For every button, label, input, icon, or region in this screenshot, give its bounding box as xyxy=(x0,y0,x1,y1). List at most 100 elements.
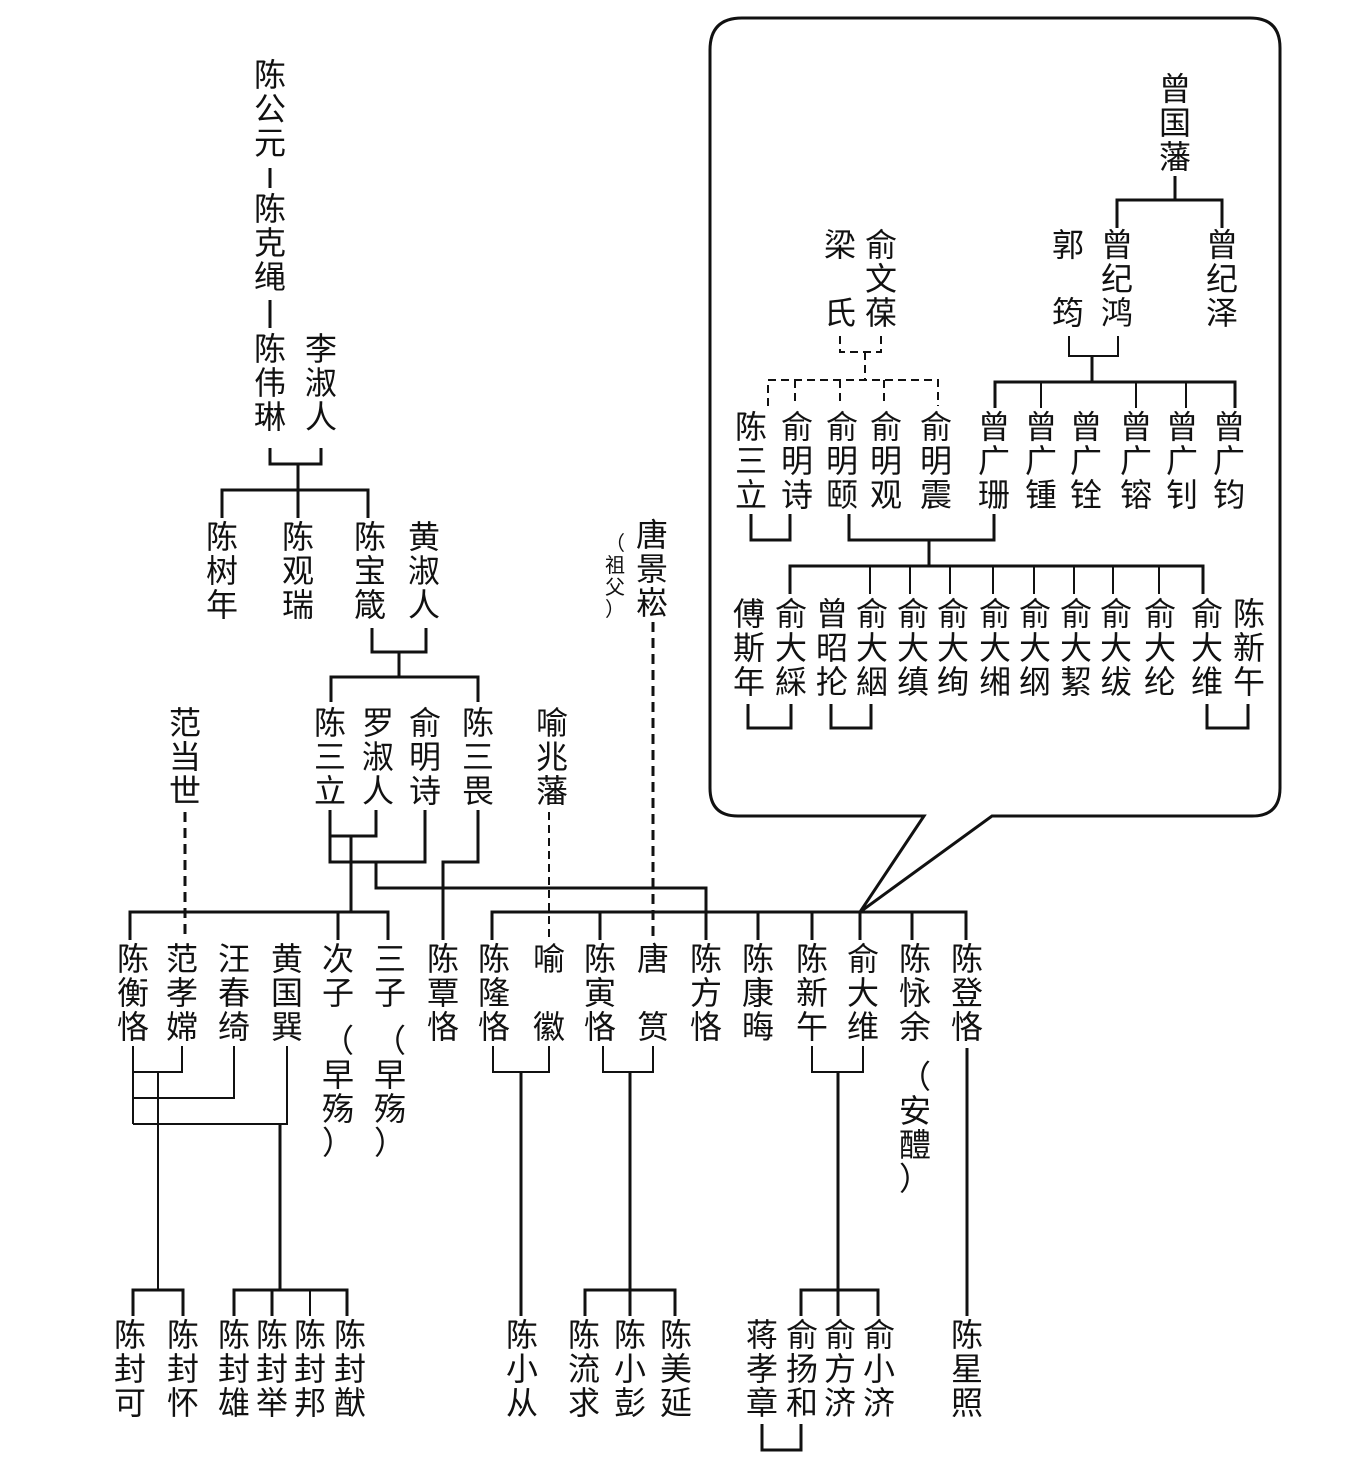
person-yu-daxie[interactable]: 俞大絜 xyxy=(1056,597,1096,699)
person-wang-chunqi[interactable]: 汪春绮 xyxy=(214,942,254,1044)
person-chen-xiuyu[interactable]: 陈怺余 xyxy=(895,942,935,1044)
person-chen-fengbang[interactable]: 陈封邦 xyxy=(290,1318,330,1420)
person-yu-daxuan[interactable]: 俞大绚 xyxy=(933,597,973,699)
person-yu-hui[interactable]: 喻徽 xyxy=(529,942,569,1044)
name-char: 大 xyxy=(1190,629,1223,667)
person-chen-meiyan[interactable]: 陈美延 xyxy=(656,1318,696,1420)
person-yu-fangji[interactable]: 俞方济 xyxy=(820,1318,860,1420)
person-zeng-guangshan[interactable]: 曾广珊 xyxy=(974,410,1014,512)
person-tang-jingsong[interactable]: 唐景崧 xyxy=(632,518,672,620)
person-chen-fengju[interactable]: 陈封举 xyxy=(252,1318,292,1420)
person-chen-liuqiu[interactable]: 陈流求 xyxy=(564,1318,604,1420)
name-char: 封 xyxy=(217,1350,250,1388)
callout-person-chen-sanli[interactable]: 陈三立 xyxy=(731,410,771,512)
person-chen-fengxian[interactable]: 陈封猷 xyxy=(330,1318,370,1420)
person-yu-xiaoji[interactable]: 俞小济 xyxy=(859,1318,899,1420)
person-yu-mingyi[interactable]: 俞明颐 xyxy=(822,410,862,512)
person-yu-dacai[interactable]: 俞大綵 xyxy=(771,597,811,699)
person-chen-guanrui[interactable]: 陈观瑞 xyxy=(278,520,318,622)
name-char: 求 xyxy=(567,1384,600,1422)
person-cizi[interactable]: 次子 xyxy=(318,942,358,1010)
name-char: 广 xyxy=(1165,442,1198,480)
person-zeng-jihong[interactable]: 曾纪鸿 xyxy=(1097,228,1137,330)
person-chen-hengke[interactable]: 陈衡恪 xyxy=(113,942,153,1044)
person-chen-kanghui[interactable]: 陈康晦 xyxy=(738,942,778,1044)
person-zeng-jize[interactable]: 曾纪泽 xyxy=(1202,228,1242,330)
person-chen-weilin[interactable]: 陈伟琳 xyxy=(250,332,290,434)
name-char: 封 xyxy=(166,1350,199,1388)
person-chen-fangke[interactable]: 陈方恪 xyxy=(686,942,726,1044)
person-chen-tanke[interactable]: 陈覃恪 xyxy=(423,942,463,1044)
person-yu-mingguan[interactable]: 俞明观 xyxy=(866,410,906,512)
person-yu-daxiang[interactable]: 俞大缃 xyxy=(975,597,1015,699)
person-chen-xingzhao[interactable]: 陈星照 xyxy=(947,1318,987,1420)
name-char: 斯 xyxy=(732,629,765,667)
person-fu-sinian[interactable]: 傅斯年 xyxy=(729,597,769,699)
person-zeng-guangquan[interactable]: 曾广铨 xyxy=(1066,410,1106,512)
person-zeng-guangzhong[interactable]: 曾广锺 xyxy=(1021,410,1061,512)
person-chen-gongyuan[interactable]: 陈公元 xyxy=(250,58,290,160)
person-fan-dangshi[interactable]: 范当世 xyxy=(165,706,205,808)
person-yu-wenbao[interactable]: 俞文葆 xyxy=(861,228,901,330)
note-cizi-died-young: （早殇） xyxy=(318,1024,358,1160)
name-char: 陈 xyxy=(426,940,459,978)
name-char: 晦 xyxy=(741,1008,774,1046)
person-yu-dalun[interactable]: 俞大纶 xyxy=(1140,597,1180,699)
person-yu-yanghe[interactable]: 俞扬和 xyxy=(782,1318,822,1420)
person-yu-mingzhen[interactable]: 俞明震 xyxy=(916,410,956,512)
person-chen-shunian[interactable]: 陈树年 xyxy=(202,520,242,622)
person-yu-dafu[interactable]: 俞大绂 xyxy=(1096,597,1136,699)
person-yu-dagang[interactable]: 俞大纲 xyxy=(1015,597,1055,699)
name-char: 俞 xyxy=(1018,595,1051,633)
person-guo-yun[interactable]: 郭筠 xyxy=(1048,228,1088,330)
person-zeng-guangrong[interactable]: 曾广镕 xyxy=(1116,410,1156,512)
name-char: 诗 xyxy=(408,772,441,810)
person-chen-xinwu[interactable]: 陈新午 xyxy=(792,942,832,1044)
name-char: 恪 xyxy=(477,1008,510,1046)
person-yu-dazhen[interactable]: 俞大缜 xyxy=(893,597,933,699)
person-liang-shi[interactable]: 梁氏 xyxy=(820,228,860,330)
name-char: 琳 xyxy=(253,398,286,436)
person-fan-xiaochuan[interactable]: 范孝嫦 xyxy=(162,942,202,1044)
name-char: 纪 xyxy=(1100,260,1133,298)
person-chen-fengxiong[interactable]: 陈封雄 xyxy=(214,1318,254,1420)
name-char: 午 xyxy=(795,1008,828,1046)
person-chen-longke[interactable]: 陈隆恪 xyxy=(474,942,514,1044)
person-zeng-zhaolun[interactable]: 曾昭抡 xyxy=(812,597,852,699)
callout-person-chen-xinwu[interactable]: 陈新午 xyxy=(1229,597,1269,699)
person-chen-sanwei[interactable]: 陈三畏 xyxy=(458,706,498,808)
name-char: 早 xyxy=(373,1056,406,1094)
name-char: 新 xyxy=(1232,629,1265,667)
person-chen-fengke[interactable]: 陈封可 xyxy=(110,1318,150,1420)
person-chen-kesheng[interactable]: 陈克绳 xyxy=(250,192,290,294)
person-tang-yun[interactable]: 唐筼 xyxy=(633,942,673,1044)
person-li-shuren[interactable]: 李淑人 xyxy=(301,332,341,434)
person-chen-xiaopeng[interactable]: 陈小彭 xyxy=(610,1318,650,1420)
person-huang-guoyi[interactable]: 黄国巽 xyxy=(267,942,307,1044)
name-char: 登 xyxy=(950,974,983,1012)
name-char: 陈 xyxy=(583,940,616,978)
person-chen-xiaocong[interactable]: 陈小从 xyxy=(502,1318,542,1420)
name-char: 徽 xyxy=(532,1008,565,1046)
person-chen-dengke[interactable]: 陈登恪 xyxy=(947,942,987,1044)
person-chen-sanli[interactable]: 陈三立 xyxy=(310,706,350,808)
person-zeng-guofan[interactable]: 曾国藩 xyxy=(1155,72,1195,174)
bar-sanli-children xyxy=(128,910,390,940)
person-zeng-guangzhao[interactable]: 曾广钊 xyxy=(1162,410,1202,512)
callout-person-yu-mingshi[interactable]: 俞明诗 xyxy=(777,410,817,512)
person-yu-dawei[interactable]: 俞大维 xyxy=(843,942,883,1044)
name-char: （ xyxy=(373,1022,406,1060)
person-zeng-guangjun[interactable]: 曾广钧 xyxy=(1209,410,1249,512)
person-luo-shuren[interactable]: 罗淑人 xyxy=(358,706,398,808)
callout-person-yu-dawei[interactable]: 俞大维 xyxy=(1187,597,1227,699)
person-chen-baozhen[interactable]: 陈宝箴 xyxy=(350,520,390,622)
person-chen-yinke[interactable]: 陈寅恪 xyxy=(580,942,620,1044)
person-sanzi[interactable]: 三子 xyxy=(370,942,410,1010)
person-yu-mingshi[interactable]: 俞明诗 xyxy=(405,706,445,808)
person-chen-fenghuai[interactable]: 陈封怀 xyxy=(163,1318,203,1420)
person-yu-dayin[interactable]: 俞大絪 xyxy=(852,597,892,699)
person-huang-shuren[interactable]: 黄淑人 xyxy=(404,520,444,622)
name-char: 巽 xyxy=(270,1008,303,1046)
person-jiang-xiaozhang[interactable]: 蒋孝章 xyxy=(742,1318,782,1420)
person-yu-zhaofan[interactable]: 喻兆藩 xyxy=(532,706,572,808)
